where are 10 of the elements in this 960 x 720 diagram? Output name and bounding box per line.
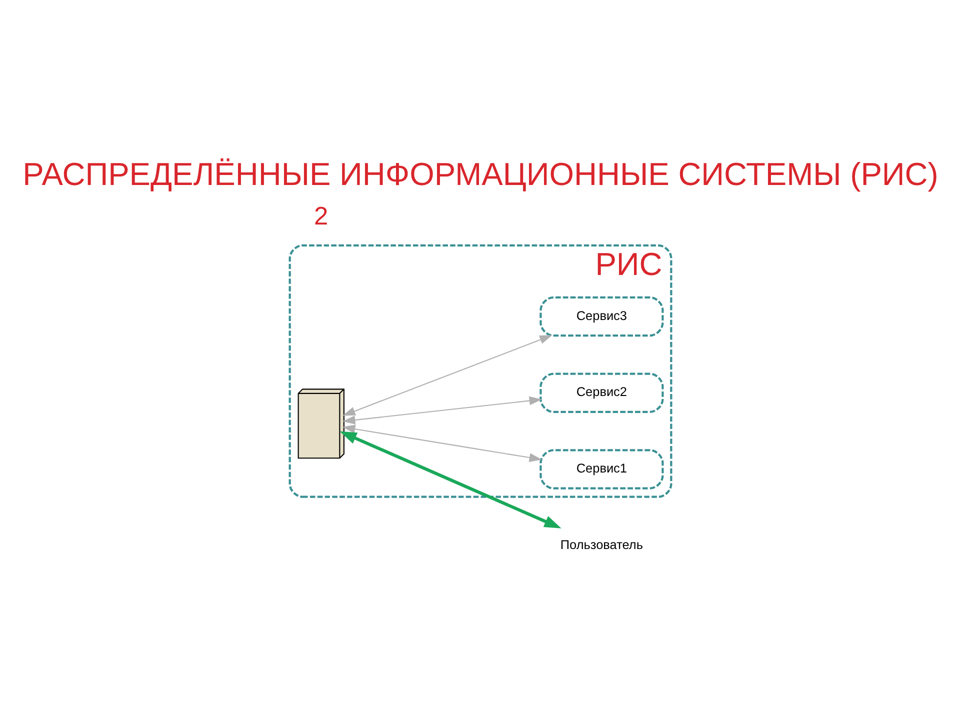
arrow: [342, 424, 542, 462]
node-text: Пользователь: [560, 536, 642, 552]
arrow: [342, 335, 552, 416]
arrow: [342, 396, 542, 424]
diagram-title: РАСПРЕДЕЛЁННЫЕ ИНФОРМАЦИОННЫЕ СИСТЕМЫ (РИС): [22, 156, 938, 192]
node-box: Сервис2: [539, 372, 664, 414]
node-box: Сервис3: [539, 296, 664, 337]
arrow: [339, 431, 561, 528]
label: 2: [314, 202, 328, 230]
node-box: Сервис1: [539, 449, 664, 490]
